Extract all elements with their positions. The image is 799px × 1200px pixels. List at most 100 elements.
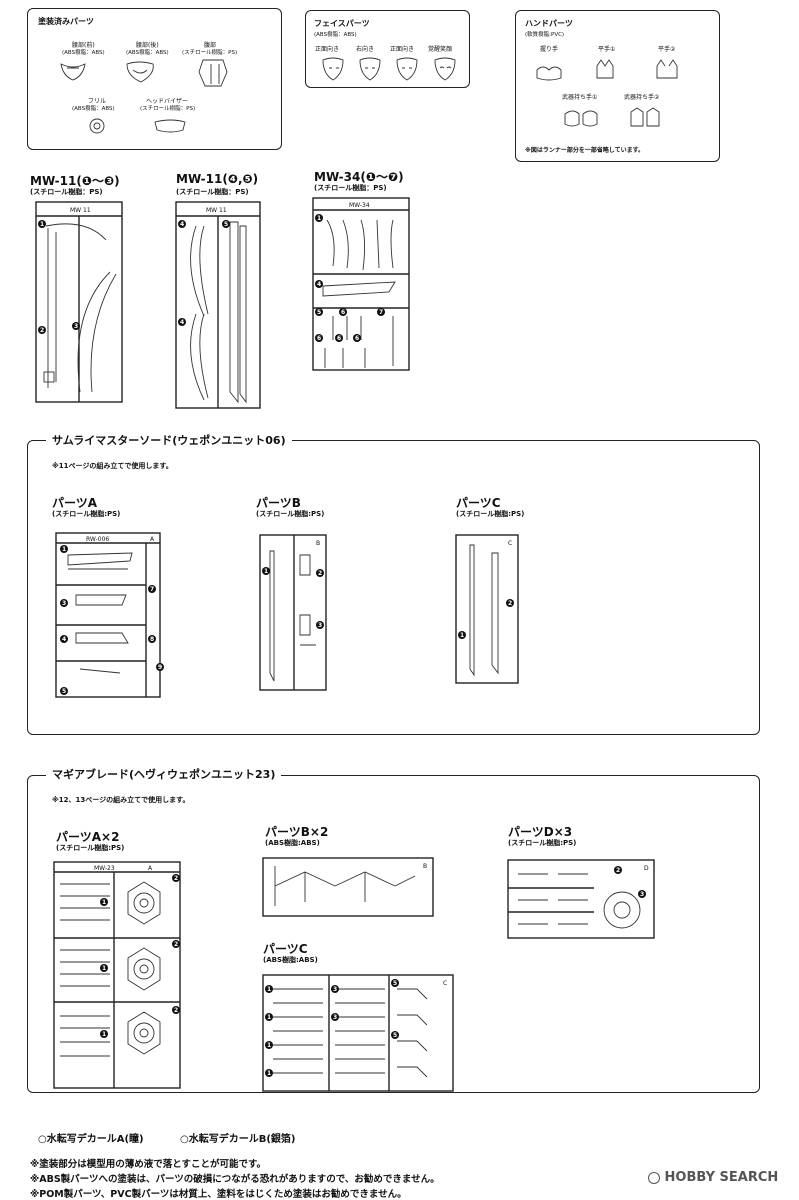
section-magia-blade <box>27 775 760 1093</box>
svg-text:1: 1 <box>317 215 321 222</box>
svg-text:3: 3 <box>333 1014 337 1021</box>
svg-text:1: 1 <box>267 1042 271 1049</box>
part-label: ヘッドバイザー <box>146 98 189 105</box>
decal-a: ○水転写デカールA(瞳) <box>38 1134 144 1145</box>
part-material: (ABS樹脂:ABS) <box>263 956 318 964</box>
runner-letter: C <box>443 980 447 987</box>
part-title: パーツC <box>456 496 501 510</box>
hand-label: 平手① <box>598 46 616 53</box>
part-material: (スチロール樹脂:PS) <box>456 510 525 518</box>
svg-text:3: 3 <box>318 622 322 629</box>
svg-text:4: 4 <box>180 221 184 228</box>
part-label: 腰部(後) <box>136 42 159 49</box>
painted-parts-box <box>27 8 282 150</box>
runner-tag: MW 11 <box>70 207 91 214</box>
hand-label: 平手② <box>658 46 676 53</box>
part-title: パーツC <box>263 942 308 956</box>
runner-title: MW-11(❹,❺) <box>176 172 259 186</box>
svg-text:6: 6 <box>337 335 341 342</box>
runner-tag: RW-006 <box>86 536 109 543</box>
svg-text:7: 7 <box>150 586 154 593</box>
svg-text:1: 1 <box>62 546 66 553</box>
svg-text:5: 5 <box>317 309 321 316</box>
runner-tag: MW 11 <box>206 207 227 214</box>
runner-section1-a: RW-006 A 1 3 4 7 8 9 5 <box>55 532 164 698</box>
runner-title: MW-34(❶〜❼) <box>314 170 404 184</box>
part-title: パーツA <box>52 496 98 510</box>
runner-section2-d: D 3 2 <box>507 859 655 939</box>
runner-mw11-b: MW 11 4 4 5 <box>175 201 261 409</box>
part-material: (スチロール樹脂：PS) <box>182 50 238 56</box>
svg-text:1: 1 <box>267 986 271 993</box>
runner-section2-c: C 1 1 1 1 3 3 5 5 <box>262 974 454 1092</box>
svg-text:6: 6 <box>341 309 345 316</box>
svg-text:4: 4 <box>317 281 321 288</box>
part-material: (スチロール樹脂:PS) <box>508 839 577 847</box>
svg-text:2: 2 <box>174 941 178 948</box>
svg-text:8: 8 <box>150 636 154 643</box>
hand-parts-box <box>515 10 720 162</box>
runner-letter: A <box>148 865 153 872</box>
svg-text:1: 1 <box>267 1070 271 1077</box>
runner-section2-b: B <box>262 857 434 917</box>
svg-text:5: 5 <box>393 980 397 987</box>
face-label: 右向き <box>356 46 375 53</box>
watermark-logo-icon <box>648 1171 660 1184</box>
svg-text:1: 1 <box>460 632 464 639</box>
runner-section1-b: B 1 2 3 <box>259 534 327 691</box>
runner-material: (スチロール樹脂：PS) <box>176 188 249 196</box>
runner-tag: MW-23 <box>94 865 115 872</box>
face-label: 正面向き <box>390 46 415 53</box>
svg-text:5: 5 <box>62 688 66 695</box>
part-material: (ABS樹脂：ABS) <box>62 50 105 56</box>
part-label: 腰部(前) <box>72 42 95 49</box>
part-material: (スチロール樹脂:PS) <box>256 510 325 518</box>
hand-parts-note: ※図はランナー部分を一部省略しています。 <box>525 147 645 154</box>
footnote: ※POM製パーツ、PVC製パーツは材質上、塗料をはじくため塗装はお勧めできません… <box>30 1189 407 1200</box>
hand-illustrations <box>536 59 678 127</box>
hand-parts-material: (軟質樹脂:PVC) <box>525 32 565 38</box>
svg-text:7: 7 <box>379 309 383 316</box>
part-title: パーツB <box>256 496 301 510</box>
svg-text:6: 6 <box>317 335 321 342</box>
face-label: 覚醒笑顔 <box>428 46 453 53</box>
hand-label: 武器持ち手① <box>562 94 598 101</box>
runner-material: (スチロール樹脂：PS) <box>314 184 387 192</box>
part-title: パーツB×2 <box>265 825 329 839</box>
part-label: フリル <box>88 98 107 105</box>
section-title: マギアブレード(ヘヴィウェポンユニット23) <box>46 766 282 782</box>
hand-label: 握り手 <box>540 46 559 53</box>
svg-text:4: 4 <box>62 636 66 643</box>
svg-text:5: 5 <box>393 1032 397 1039</box>
part-label: 腹部 <box>204 42 217 49</box>
face-illustrations <box>322 57 456 81</box>
runner-tag: MW-34 <box>349 202 370 209</box>
painted-parts-illustrations <box>60 59 228 134</box>
footnote: ※ABS製パーツへの塗装は、パーツの破損につながる恐れがありますので、お勧めでき… <box>30 1174 440 1185</box>
svg-text:9: 9 <box>158 664 162 671</box>
part-material: (ABS樹脂：ABS) <box>72 106 115 112</box>
face-label: 正面向き <box>315 46 340 53</box>
svg-text:2: 2 <box>616 867 620 874</box>
svg-text:6: 6 <box>355 335 359 342</box>
runner-title: MW-11(❶〜❸) <box>30 174 120 188</box>
part-material: (ABS樹脂：ABS) <box>126 50 169 56</box>
part-title: パーツD×3 <box>508 825 573 839</box>
runner-letter: A <box>150 536 155 543</box>
runner-section1-c: C 1 2 <box>455 534 519 684</box>
runner-letter: B <box>316 540 320 547</box>
svg-text:2: 2 <box>508 600 512 607</box>
section-note: ※11ページの組み立てで使用します。 <box>52 462 173 470</box>
face-parts-title: フェイスパーツ <box>314 19 370 28</box>
section-title: サムライマスターソード(ウェポンユニット06) <box>46 432 292 448</box>
footnote: ※塗装部分は模型用の薄め液で落とすことが可能です。 <box>30 1159 267 1170</box>
runner-mw11-a: MW 11 1 2 3 <box>35 201 123 403</box>
svg-text:1: 1 <box>102 899 106 906</box>
hand-label: 武器持ち手② <box>624 94 660 101</box>
svg-text:5: 5 <box>224 221 228 228</box>
hand-parts-title: ハンドパーツ <box>525 19 573 28</box>
svg-text:3: 3 <box>74 323 78 330</box>
section-samurai-sword <box>27 440 760 735</box>
part-material: (ABS樹脂:ABS) <box>265 839 320 847</box>
runner-letter: C <box>508 540 512 547</box>
